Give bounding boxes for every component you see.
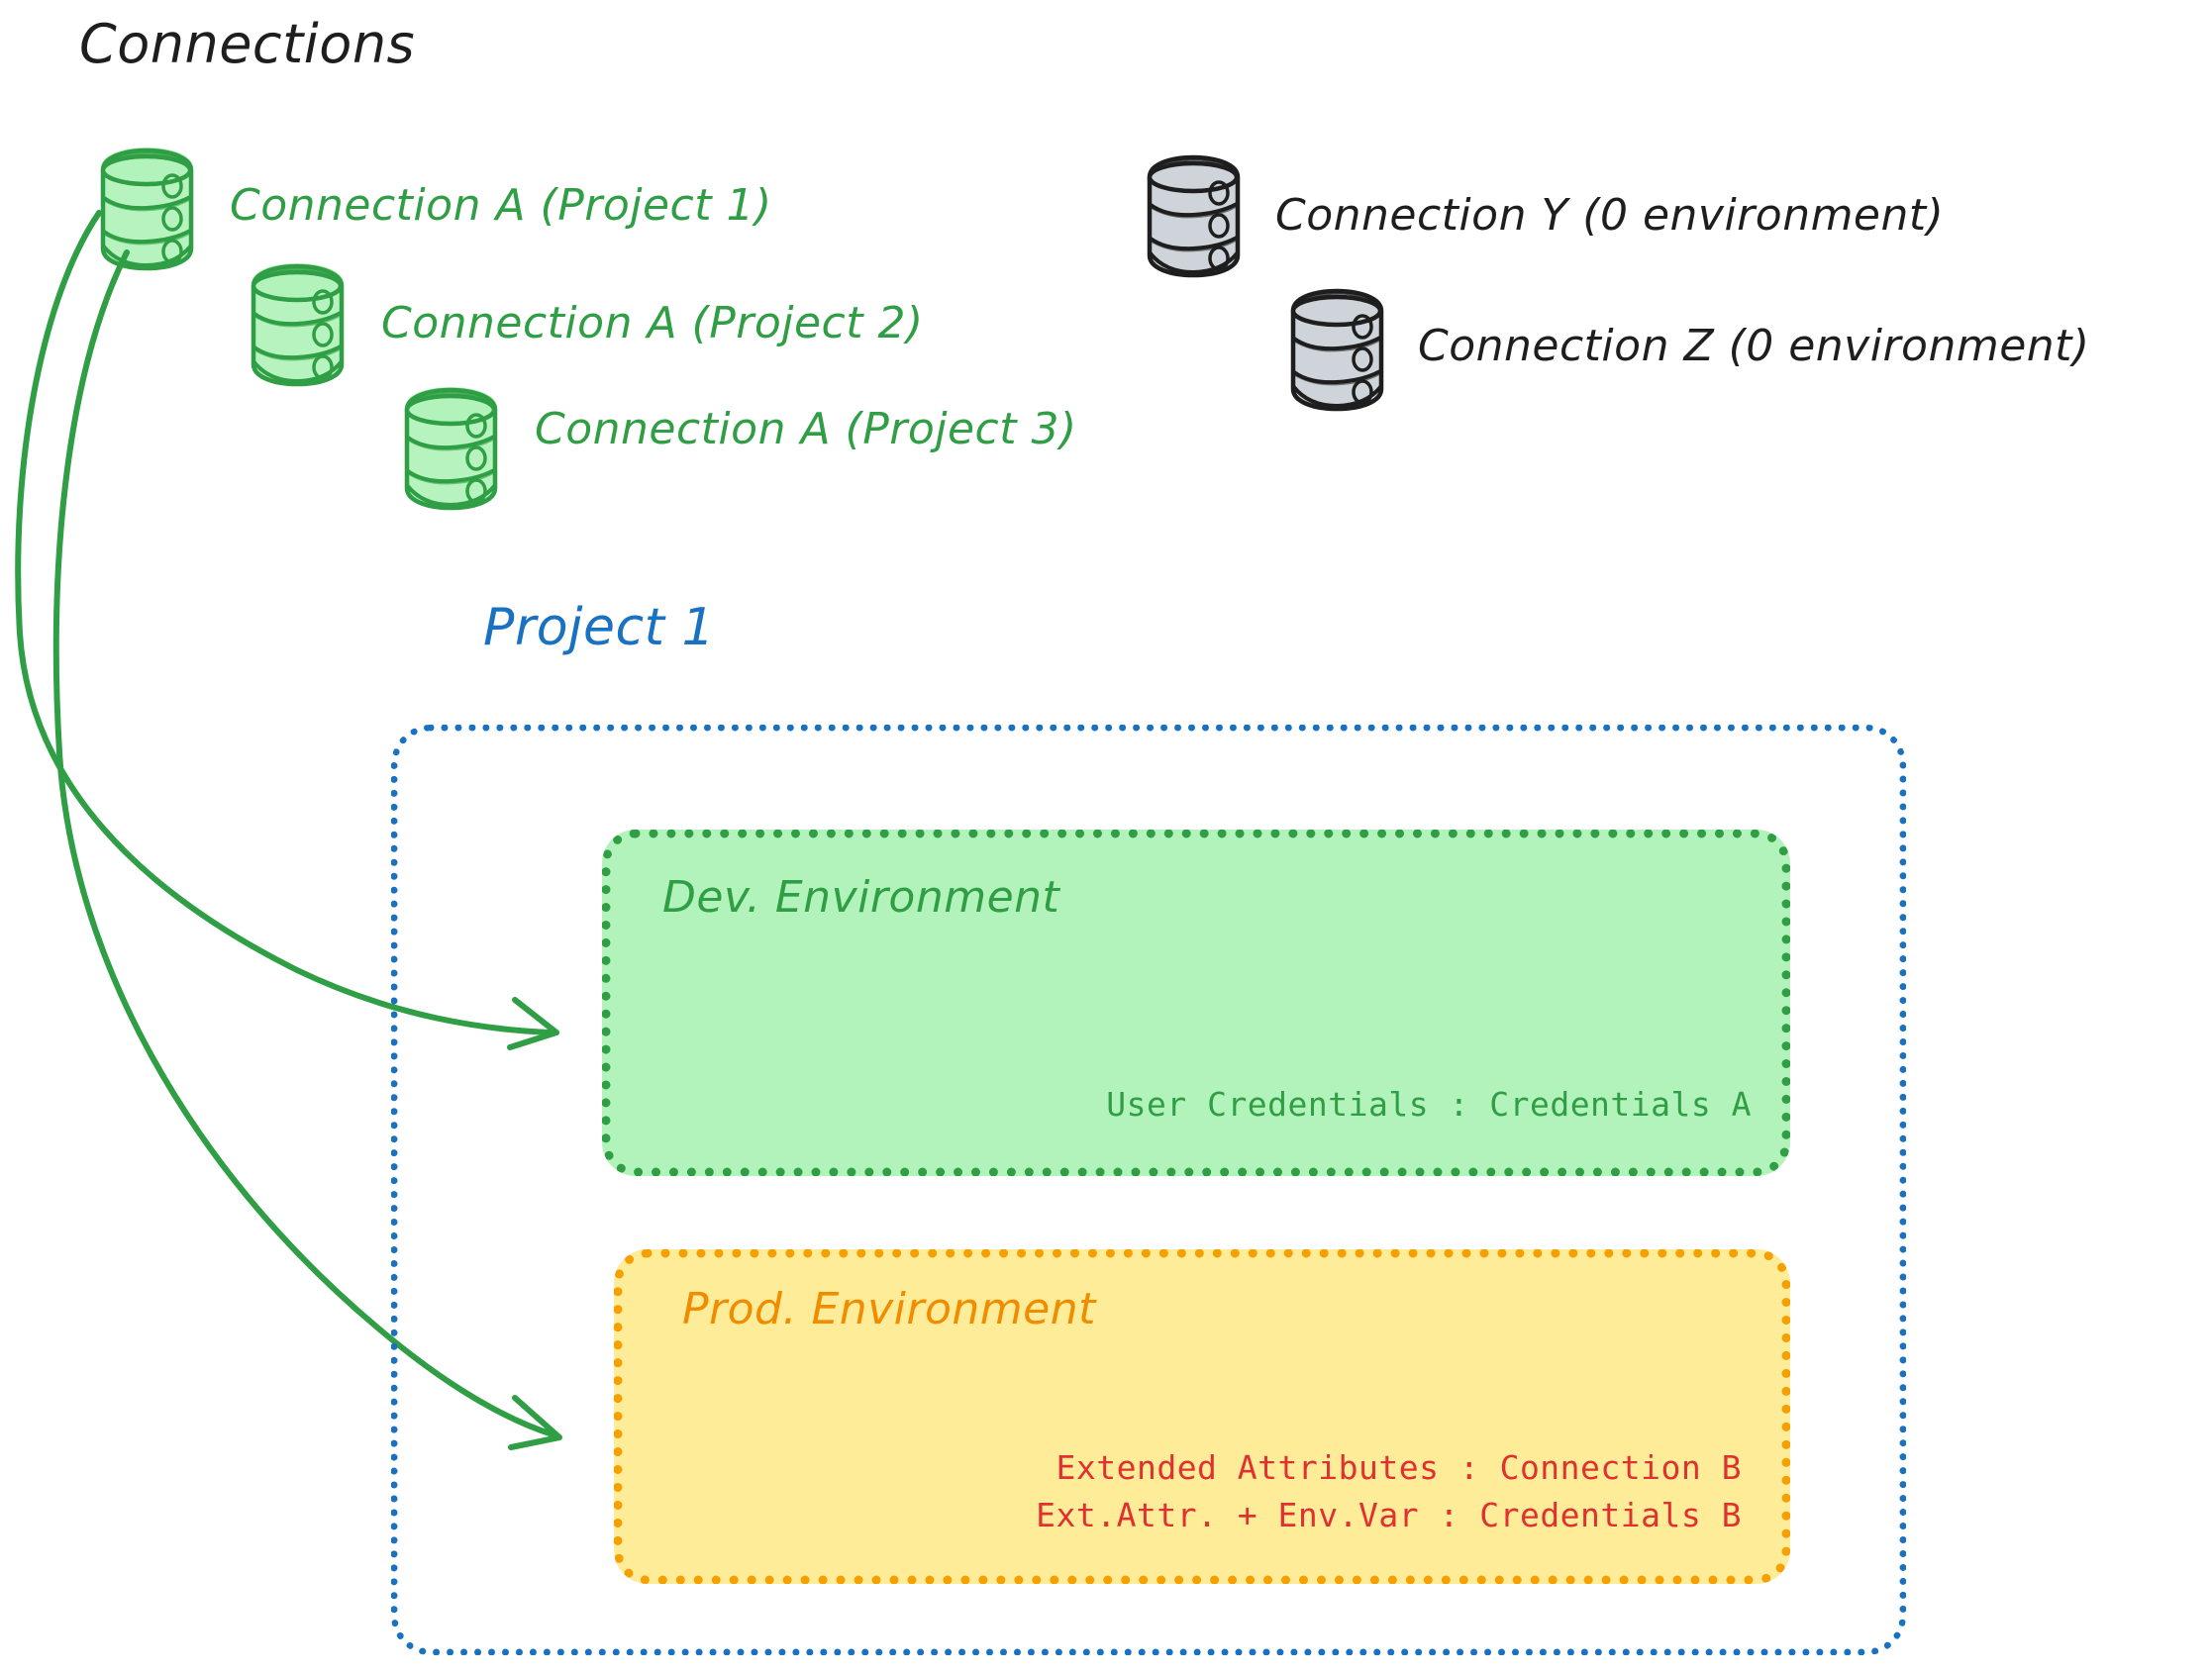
connection-label-conn-a-project-1: Connection A (Project 1) — [230, 180, 772, 231]
prod-environment-lines: Extended Attributes : Connection B Ext.A… — [1036, 1444, 1742, 1539]
project-container — [391, 725, 1906, 1655]
arrow-conn-a-to-prod — [52, 249, 562, 1450]
dev-environment-box[interactable]: Dev. Environment User Credentials : Cred… — [602, 830, 1790, 1176]
connection-label-conn-a-project-3: Connection A (Project 3) — [535, 404, 1077, 454]
arrow-conn-a-to-dev — [15, 210, 559, 1050]
dev-environment-line-1: User Credentials : Credentials A — [1106, 1085, 1752, 1124]
prod-environment-title: Prod. Environment — [682, 1284, 1096, 1334]
connection-label-conn-z: Connection Z (0 environment) — [1418, 321, 2090, 371]
connection-label-conn-a-project-2: Connection A (Project 2) — [381, 298, 924, 348]
cylinder-conn-a-project-3[interactable] — [405, 387, 497, 510]
project-title: Project 1 — [483, 598, 716, 657]
dev-environment-title: Dev. Environment — [662, 872, 1060, 923]
cylinder-conn-a-project-1[interactable] — [101, 148, 193, 270]
prod-environment-box[interactable]: Prod. Environment Extended Attributes : … — [614, 1249, 1790, 1584]
cylinder-conn-y[interactable] — [1150, 157, 1238, 275]
prod-environment-line-2: Ext.Attr. + Env.Var : Credentials B — [1036, 1496, 1742, 1535]
prod-environment-line-1: Extended Attributes : Connection B — [1056, 1448, 1742, 1488]
page-title: Connections — [79, 13, 416, 75]
connection-label-conn-y: Connection Y (0 environment) — [1275, 190, 1945, 241]
cylinder-conn-z[interactable] — [1293, 291, 1381, 409]
cylinder-conn-a-project-2[interactable] — [251, 263, 344, 386]
